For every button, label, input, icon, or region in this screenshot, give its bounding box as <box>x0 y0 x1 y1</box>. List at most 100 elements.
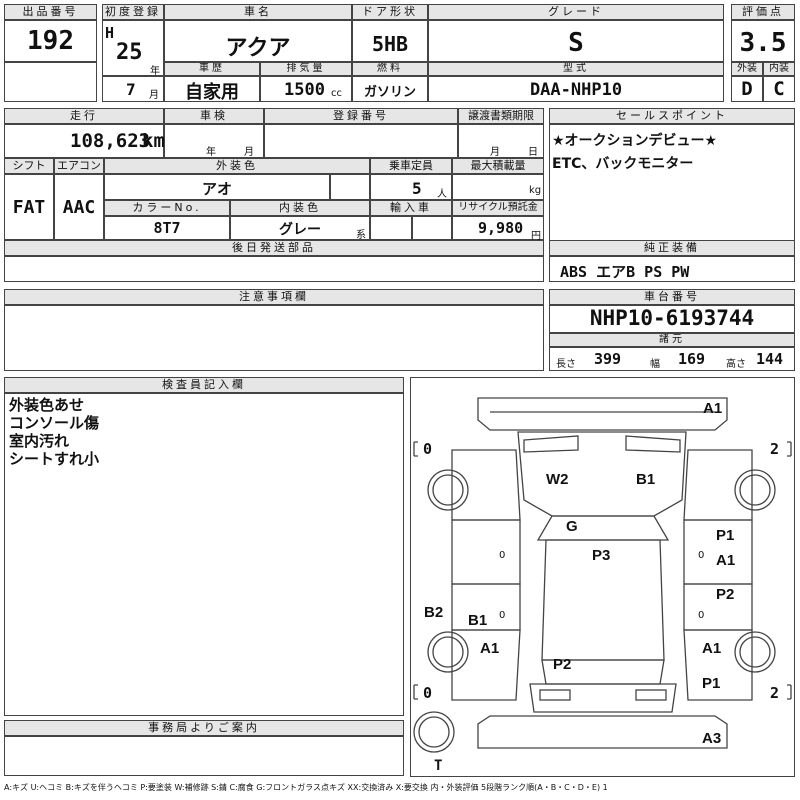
max-load-header: 最大積載量 <box>452 158 544 174</box>
model-value: DAA-NHP10 <box>529 80 623 100</box>
specs-box <box>549 347 795 371</box>
height-value: 144 <box>756 350 784 368</box>
tire-spare <box>413 711 455 753</box>
score-box <box>731 20 795 62</box>
displacement-box <box>260 76 352 102</box>
transfer-month-unit: 月 <box>490 147 500 158</box>
tire-front-right-inner <box>739 474 771 506</box>
reg-month-value: 7 <box>126 80 136 99</box>
displacement-value: 1500 <box>284 80 325 100</box>
specs-header: 諸元 <box>549 333 795 347</box>
door-mark-left-front: 0 <box>499 550 506 561</box>
equipment-header: 純正装備 <box>549 240 795 256</box>
interior-value: C <box>773 78 785 100</box>
reg-month-box <box>102 76 164 102</box>
transfer-day-unit: 日 <box>528 147 538 158</box>
damage-roof: P3 <box>592 547 611 564</box>
bracket-front-right <box>787 441 792 457</box>
windshield <box>536 515 670 541</box>
equipment-value: ABS エアB PS PW <box>560 263 690 281</box>
sales-point-header: セールスポイント <box>549 108 795 124</box>
reg-year-value: 25 <box>116 40 143 65</box>
sales-point-line-2: ETC、バックモニター <box>552 156 694 172</box>
mileage-value: 108,623 <box>70 130 151 152</box>
color-no-box <box>104 216 230 240</box>
inspection-box <box>164 124 264 158</box>
damage-right-rear-door: P2 <box>716 586 735 603</box>
inspector-note-2: コンソール傷 <box>9 414 100 432</box>
aircon-header: エアコン <box>54 158 104 174</box>
damage-right-rear-fender: A1 <box>702 640 722 657</box>
transfer-header: 譲渡書類期限 <box>458 108 544 124</box>
damage-windshield: G <box>566 518 578 535</box>
lot-no-value: 192 <box>27 26 74 56</box>
later-parts-header: 後日発送部品 <box>4 240 544 256</box>
width-value: 169 <box>678 350 706 368</box>
mileage-box <box>4 124 164 158</box>
tire-front-left-value: 0 <box>423 440 433 458</box>
grade-header: グレード <box>428 4 724 20</box>
score-value: 3.5 <box>739 28 787 58</box>
lot-no-header: 出品番号 <box>4 4 97 20</box>
color-no-header: カラーNo. <box>104 200 230 216</box>
model-header: 型式 <box>428 62 724 76</box>
car-name-box <box>164 20 352 62</box>
damage-left-rear-fender: A1 <box>480 640 500 657</box>
office-box <box>4 736 404 776</box>
ext-color-extra <box>330 174 370 200</box>
capacity-box <box>370 174 452 200</box>
height-label: 高さ <box>726 359 746 370</box>
ext-color-box <box>104 174 330 200</box>
tire-spare-value: T <box>434 758 443 774</box>
damage-trunk: P2 <box>553 656 572 673</box>
kei-unit: 系 <box>356 230 366 241</box>
recycle-box <box>452 216 544 240</box>
sales-point-line-1: ★オークションデビュー★ <box>552 133 718 149</box>
chassis-value: NHP10-6193744 <box>589 306 755 330</box>
car-diagram <box>413 397 792 753</box>
history-header: 車歴 <box>164 62 260 76</box>
km-unit: km <box>142 130 165 152</box>
length-label: 長さ <box>556 359 576 370</box>
door-header: ドア形状 <box>352 4 428 20</box>
exterior-header: 外装 <box>731 62 763 76</box>
first-reg-header: 初度登録 <box>102 4 164 20</box>
yen-unit: 円 <box>531 231 541 242</box>
trunk <box>529 683 677 713</box>
inspector-note-1: 外装色あせ <box>9 396 85 414</box>
shift-box <box>4 174 54 240</box>
recycle-header: リサイクル預託金 <box>452 200 544 216</box>
later-parts-box <box>4 256 544 282</box>
damage-right-front-door-2: A1 <box>716 552 736 569</box>
inspector-header: 検査員記入欄 <box>4 377 404 393</box>
right-rear-fender <box>683 629 753 701</box>
history-value: 自家用 <box>185 82 239 103</box>
color-no-value: 8T7 <box>153 219 181 237</box>
transfer-box <box>458 124 544 158</box>
car-name-value: アクア <box>225 36 291 61</box>
int-color-header: 内装色 <box>230 200 370 216</box>
persons-unit: 人 <box>437 189 447 200</box>
ext-color-value: アオ <box>201 180 232 198</box>
shift-value: FAT <box>12 197 46 218</box>
left-rear-fender <box>451 629 521 701</box>
year-unit: 年 <box>150 66 160 77</box>
grade-box <box>428 20 724 62</box>
inspection-month-unit: 月 <box>244 147 254 158</box>
fuel-header: 燃料 <box>352 62 428 76</box>
damage-hood-left: W2 <box>546 471 569 488</box>
interior-header: 内装 <box>763 62 795 76</box>
left-front-door <box>451 519 521 585</box>
int-color-value: グレー <box>279 222 321 238</box>
tire-front-right-value: 2 <box>770 440 780 458</box>
door-value: 5HB <box>371 32 409 56</box>
import-divider <box>411 216 413 240</box>
notes-box <box>4 305 544 371</box>
interior-box <box>763 76 795 102</box>
front-grille <box>523 435 681 453</box>
office-header: 事務局よりご案内 <box>4 720 404 736</box>
int-color-box <box>230 216 370 240</box>
hood-outline <box>517 431 687 517</box>
rear-lamp-right <box>635 689 667 701</box>
model-box <box>428 76 724 102</box>
